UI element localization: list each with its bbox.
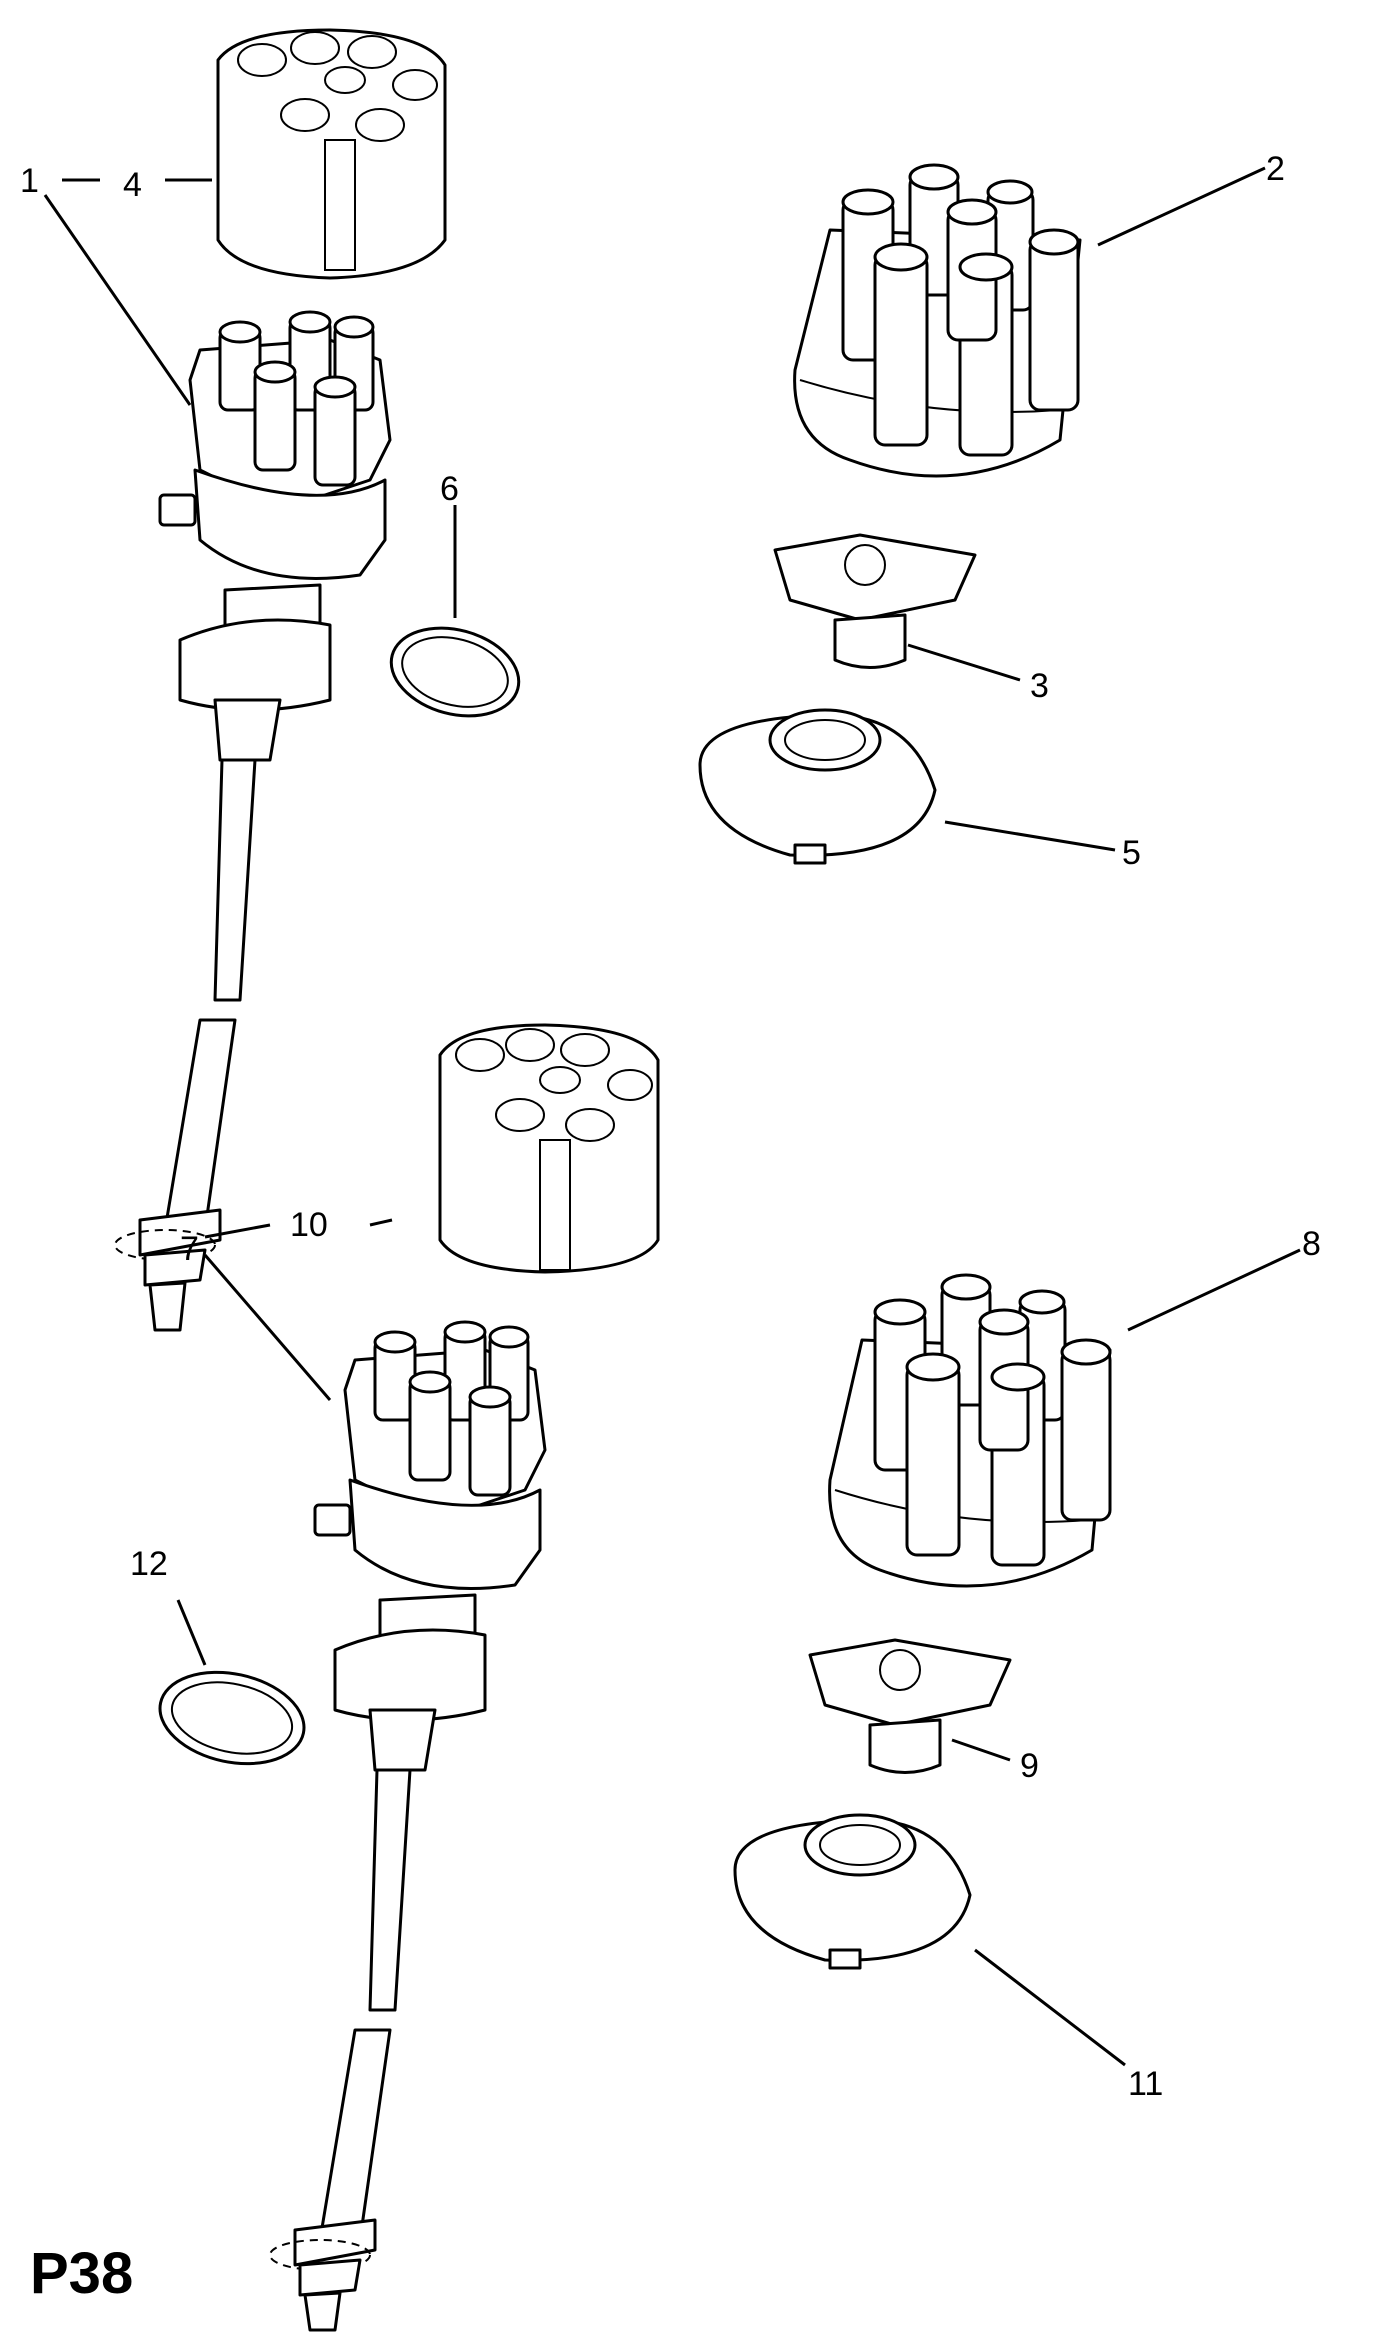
shield-11 [733,1813,972,1970]
callout-4: 4 [123,166,142,204]
callout-5: 5 [1122,834,1141,872]
distributor-assembly-1 [114,310,392,1332]
rotor-9 [808,1638,1012,1774]
callout-12: 12 [130,1545,168,1583]
callout-9: 9 [1020,1747,1039,1785]
seal-ring-12 [158,1670,306,1766]
distributor-cap-10 [438,1023,660,1274]
seal-ring-6 [389,626,521,718]
distributor-cap-2 [793,163,1082,478]
rotor-3 [773,533,977,669]
distributor-assembly-7 [269,1320,547,2332]
callout-6: 6 [440,470,459,508]
callout-7: 7 [180,1230,199,1268]
callout-8: 8 [1302,1225,1321,1263]
callout-3: 3 [1030,667,1049,705]
shield-5 [698,708,937,865]
page-label: P38 [30,2241,134,2306]
distributor-cap-8 [828,1273,1112,1588]
leader-lines [43,166,1301,2067]
distributor-cap-4 [216,28,447,280]
callout-10: 10 [290,1206,328,1244]
callout-1: 1 [20,162,39,200]
callout-2: 2 [1266,150,1285,188]
callout-11: 11 [1128,2065,1163,2103]
